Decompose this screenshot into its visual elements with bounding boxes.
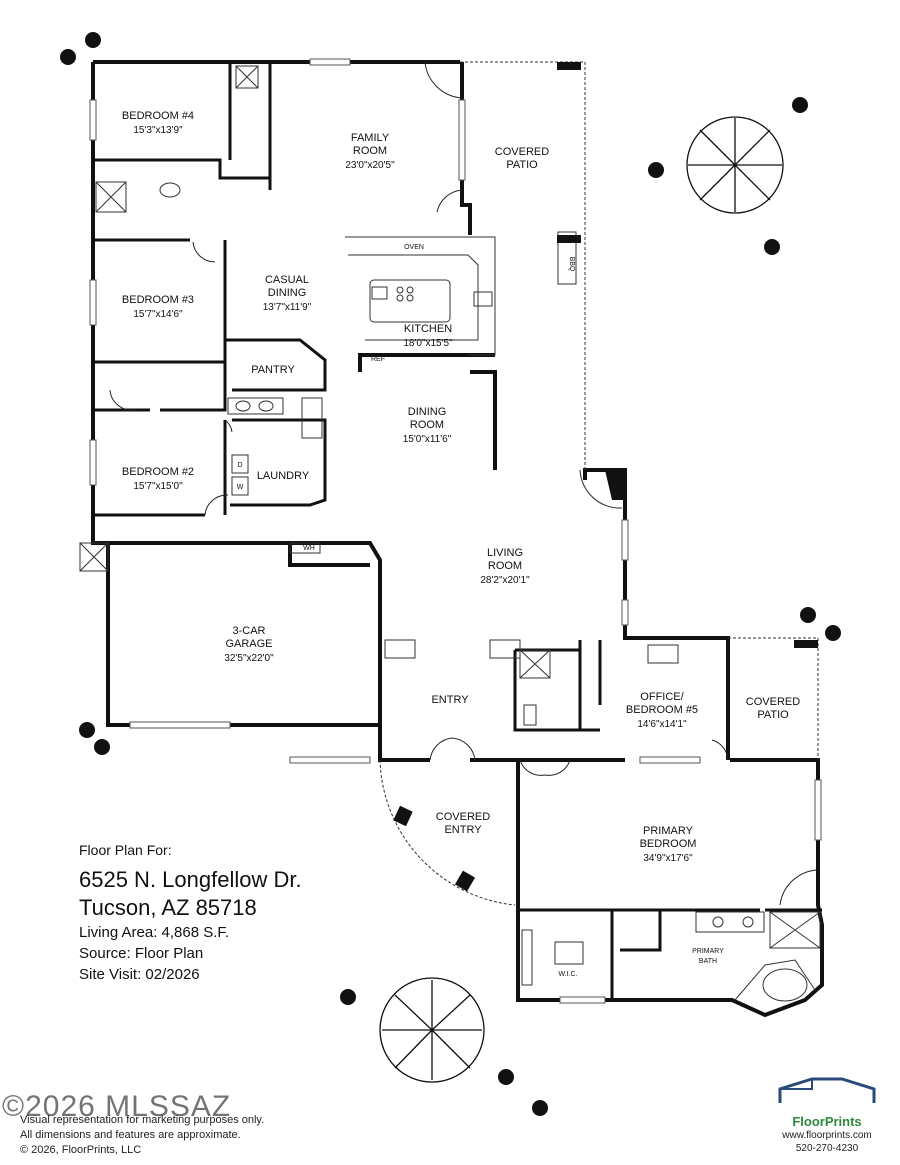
family-room-name-1: FAMILY [351,132,390,144]
casual-dining-dim: 13'7"x11'9" [263,302,312,313]
wic-name: W.I.C. [558,971,577,978]
primary-bedroom-name-2: BEDROOM [640,838,697,850]
bedroom2-dim: 15'7"x15'0" [133,481,183,492]
washer-label: W [237,484,244,491]
doors [109,61,819,906]
garage-name-2: GARAGE [225,638,272,650]
water-heater-label: WH [303,545,315,552]
primary-bath-name-2: BATH [699,958,717,965]
bedroom3-dim: 15'7"x14'6" [133,309,183,320]
garage-dim: 32'5"x22'0" [224,653,274,664]
family-room-name-2: ROOM [353,145,387,157]
bedroom3-name: BEDROOM #3 [122,294,194,306]
dining-room-dim: 15'0"x11'6" [403,434,452,445]
office-name-1: OFFICE/ [640,691,684,703]
brand-name: FloorPrints [792,1114,862,1129]
casual-dining-name-1: CASUAL [265,274,309,286]
street-address: 6525 N. Longfellow Dr. [79,867,302,892]
interior-walls [93,62,822,1000]
plan-source: Source: Floor Plan [79,945,204,962]
office-dim: 14'6"x14'1" [637,719,687,730]
brand-phone: 520-270-4230 [795,1143,859,1154]
entry-name: ENTRY [431,694,469,706]
mls-watermark: ©2026 MLSSAZ [2,1090,232,1123]
covered-patio-2-name-2: PATIO [757,709,789,721]
office-name-2: BEDROOM #5 [626,704,698,716]
covered-patio-2-name-1: COVERED [746,696,800,708]
bbq-label: BBQ [568,257,575,272]
bedroom4-name: BEDROOM #4 [122,110,194,122]
dining-room-name-2: ROOM [410,419,444,431]
site-visit: Site Visit: 02/2026 [79,966,200,983]
ref-label: REF [371,356,385,363]
dining-room-name-1: DINING [408,406,447,418]
living-area: Living Area: 4,868 S.F. [79,924,230,941]
oven-label: OVEN [404,244,424,251]
shrub-icon [60,32,841,1116]
living-room-dim: 28'2"x20'1" [480,575,530,586]
family-room-dim: 23'0"x20'5" [345,160,395,171]
living-room-name-1: LIVING [487,547,523,559]
disclaimer: Visual representation for marketing purp… [20,1113,264,1158]
covered-patio-1-name-1: COVERED [495,146,549,158]
covered-entry-name-1: COVERED [436,811,490,823]
disclaimer-line-1: Visual representation for marketing purp… [20,1114,265,1126]
windows [89,58,822,1004]
brand-url: www.floorprints.com [782,1130,872,1141]
bedroom2-name: BEDROOM #2 [122,466,194,478]
casual-dining-name-2: DINING [268,287,307,299]
primary-bedroom-name-1: PRIMARY [643,825,694,837]
columns [393,62,818,892]
primary-bath-name-1: PRIMARY [692,948,724,955]
garage-name-1: 3-CAR [232,625,265,637]
dryer-label: D [237,462,242,469]
kitchen-dim: 18'0"x15'5" [403,338,453,349]
bedroom4-dim: 15'3"x13'9" [133,125,183,136]
laundry-name: LAUNDRY [257,470,310,482]
house-roof-icon [778,1077,876,1103]
patio-outlines [379,61,819,906]
covered-patio-1-name-2: PATIO [506,159,538,171]
disclaimer-line-3: © 2026, FloorPrints, LLC [20,1144,142,1156]
city-state-zip: Tucson, AZ 85718 [79,895,257,920]
tree-icon [379,977,485,1083]
covered-entry-name-2: ENTRY [444,824,482,836]
living-room-name-2: ROOM [488,560,522,572]
fixtures [79,65,821,1002]
disclaimer-line-2: All dimensions and features are approxim… [20,1129,241,1141]
pantry-name: PANTRY [251,364,295,376]
property-info: Floor Plan For: 6525 N. Longfellow Dr. T… [79,842,302,985]
tree-icon [686,116,784,214]
floorprints-logo: FloorPrints www.floorprints.com 520-270-… [762,1075,892,1155]
primary-bedroom-dim: 34'9"x17'6" [643,853,693,864]
info-caption: Floor Plan For: [79,842,172,858]
kitchen-name: KITCHEN [404,323,452,335]
